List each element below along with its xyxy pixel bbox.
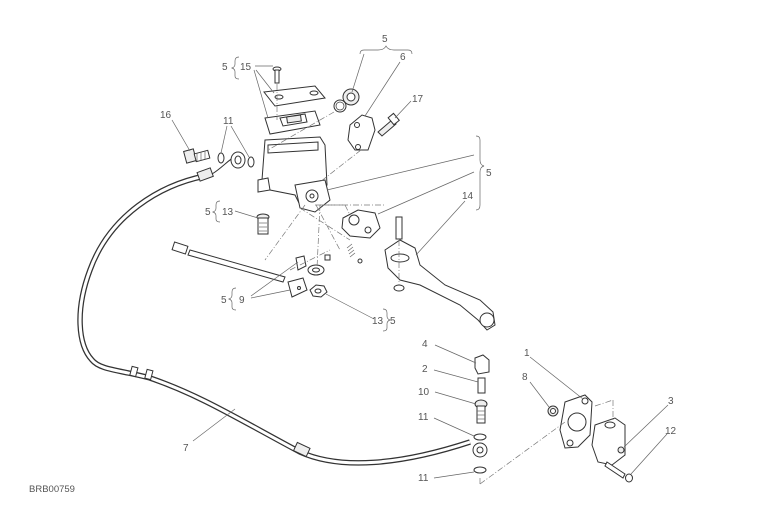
- washer-11c: [473, 433, 487, 441]
- pivot-bolt-13: [256, 213, 270, 235]
- callout-11-mid: 11: [418, 412, 429, 423]
- pivot-nut: [393, 284, 405, 292]
- callout-11-top: 11: [223, 116, 234, 127]
- reservoir-cap: [342, 88, 360, 106]
- washer-11b: [247, 156, 255, 168]
- callout-16: 16: [160, 110, 172, 121]
- callout-5-top: 5: [382, 34, 388, 45]
- washer-and-nut-13: [307, 254, 331, 298]
- callout-15: 15: [240, 62, 252, 73]
- callout-8: 8: [522, 372, 528, 383]
- washer-11d: [473, 466, 487, 474]
- cover-screw-15: [272, 66, 282, 84]
- callout-5-13-right: 5: [390, 316, 396, 327]
- master-cylinder-body: [257, 136, 331, 213]
- brace-13: [211, 200, 221, 223]
- clutch-switch-9: [171, 241, 308, 298]
- callout-11-bottom: 11: [418, 473, 429, 484]
- callout-3: 3: [668, 396, 674, 407]
- clutch-lever-14: [384, 239, 496, 331]
- brace-15: [230, 56, 240, 80]
- spring: [346, 243, 363, 264]
- washer-11a: [217, 152, 225, 164]
- callout-9: 9: [239, 295, 245, 306]
- banjo-bolt-10: [474, 399, 488, 424]
- callout-13-left: 13: [222, 207, 234, 218]
- handlebar-clamp-6: [347, 114, 376, 151]
- brace-9: [227, 287, 237, 311]
- callout-13-right: 13: [372, 316, 384, 327]
- reservoir-gasket: [264, 110, 321, 135]
- callout-14: 14: [462, 191, 474, 202]
- callout-6: 6: [400, 52, 406, 63]
- clutch-hose: [77, 155, 471, 466]
- callout-7: 7: [183, 443, 189, 454]
- callout-labels: 5 15 5 6 17 16 11 5 14 5 13 5 9 13 5 4 2…: [160, 34, 677, 484]
- callout-17: 17: [412, 94, 424, 105]
- callout-4: 4: [422, 339, 428, 350]
- banjo-fitting-top: [230, 151, 246, 169]
- callout-5-13: 5: [205, 207, 211, 218]
- callout-1: 1: [524, 348, 530, 359]
- callout-2: 2: [422, 364, 428, 375]
- leader-lines: [171, 45, 669, 479]
- callout-12: 12: [665, 426, 677, 437]
- assembly-center-lines: [264, 84, 614, 485]
- pivot-pin: [395, 216, 403, 240]
- callout-5-15: 5: [222, 62, 228, 73]
- slave-cylinder-3: [591, 417, 626, 466]
- bleed-cap-4: [474, 354, 490, 375]
- seal-8: [547, 405, 559, 417]
- bleed-valve-2: [477, 377, 486, 394]
- callout-5-right: 5: [486, 168, 492, 179]
- callout-5-9: 5: [221, 295, 227, 306]
- drawing-code: BRB00759: [29, 484, 75, 495]
- screw-12: [604, 461, 633, 483]
- callout-10: 10: [418, 387, 430, 398]
- banjo-bolt-16: [183, 148, 211, 164]
- slave-cylinder-cover-1: [559, 394, 593, 449]
- lever-adjuster-block: [341, 209, 381, 239]
- reservoir-cover: [263, 85, 326, 107]
- brace-13-right: [382, 308, 392, 332]
- group-brace-right: [475, 135, 485, 211]
